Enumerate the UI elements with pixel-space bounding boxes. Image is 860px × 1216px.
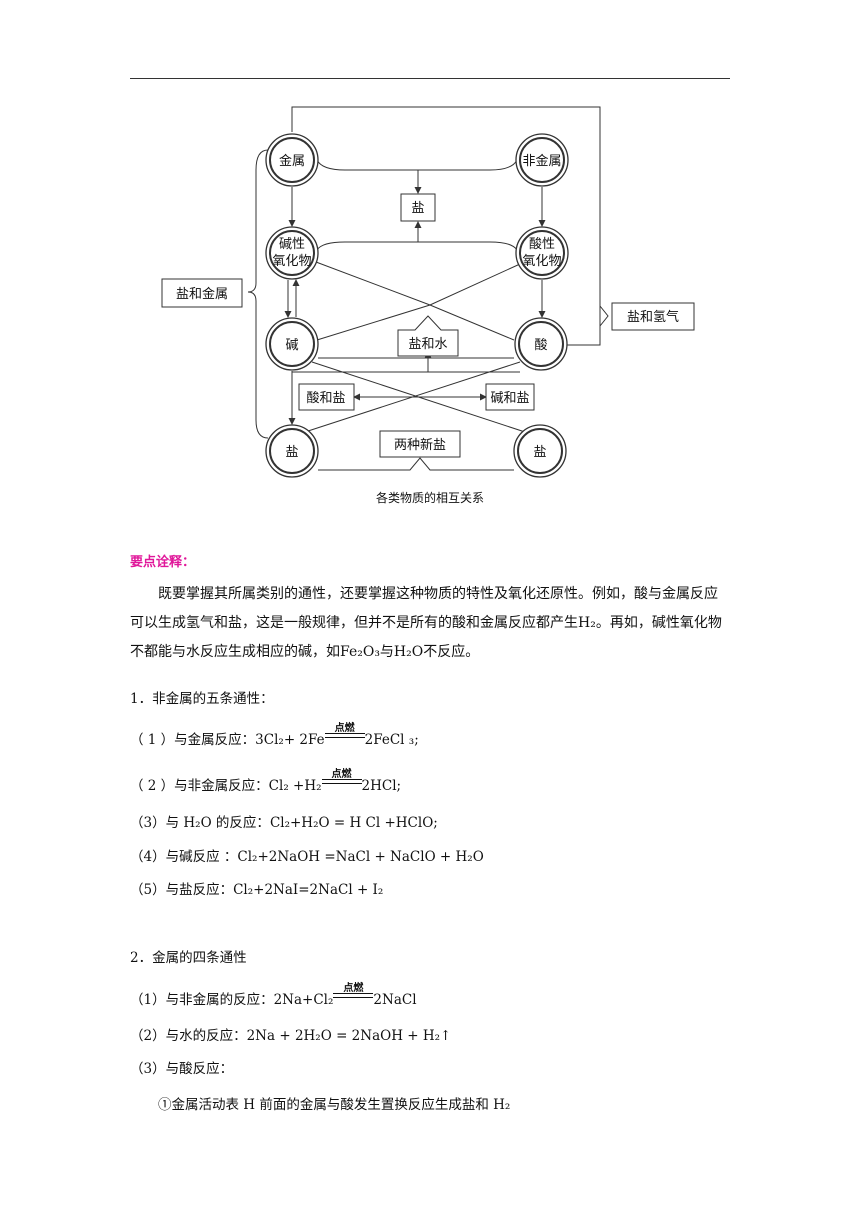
equation-reactants: 2Na+Cl₂ (273, 992, 334, 1008)
node-acidic-oxide: 酸性 氧化物 (515, 226, 569, 280)
equation-products: 2HCl; (361, 778, 402, 794)
node-base-label: 碱 (285, 338, 298, 353)
metal-item-1: （1）与非金属的反应：2Na+Cl₂ 点燃 2NaCl (130, 983, 417, 1008)
equation-text: Cl₂+2NaOH =NaCl + NaClO + H₂O (237, 849, 484, 865)
substance-relationship-diagram: 金属 非金属 碱性 氧化物 酸性 氧化物 碱 酸 盐 盐 盐 (161, 106, 695, 478)
connector-basic-oxide-to-water (315, 261, 515, 341)
connector-metal-to-salt (316, 159, 422, 194)
connector-nonmetal-to-salt (418, 159, 518, 171)
node-salt-left: 盐 (265, 424, 319, 478)
equation-reactants: Cl₂ +H₂ (268, 778, 322, 794)
connector-basic-oxide-to-salt (316, 221, 422, 251)
item-label: （1）与非金属的反应： (130, 992, 274, 1008)
node-metal-label: 金属 (279, 153, 305, 169)
item-label: （ 1 ）与金属反应： (130, 732, 256, 748)
equation-products: 2FeCl ₃; (364, 732, 419, 748)
box-acid-and-salt: 酸和盐 (298, 383, 355, 411)
connector-metal-to-acid-loop (291, 106, 601, 346)
box-salt-and-metal: 盐和金属 (161, 278, 243, 308)
reaction-condition: 点燃 (333, 983, 374, 1004)
explanation-text: 既要掌握其所属类别的通性，还要掌握这种物质的特性及氧化还原性。例如，酸与金属反应… (130, 586, 722, 660)
node-salt-right-label: 盐 (533, 445, 546, 460)
node-salt-right: 盐 (513, 424, 567, 478)
connector-salts-to-two-new-salts (318, 457, 514, 471)
reaction-condition: 点燃 (324, 723, 365, 744)
box-salt-and-water-label: 盐和水 (408, 337, 447, 352)
section-heading: 要点诠释： (130, 555, 196, 570)
box-acid-and-salt-label: 酸和盐 (306, 391, 345, 406)
nonmetal-title: 1．非金属的五条通性： (130, 691, 274, 707)
node-acid-label: 酸 (534, 338, 547, 353)
node-salt-left-label: 盐 (285, 445, 298, 460)
metal-title: 2．金属的四条通性 (130, 950, 247, 966)
node-acidic-oxide-line1: 酸性 (529, 237, 555, 252)
double-bar-sign (321, 779, 362, 784)
brace-salt-and-metal (247, 149, 269, 439)
explanation-paragraph: 既要掌握其所属类别的通性，还要掌握这种物质的特性及氧化还原性。例如，酸与金属反应… (130, 580, 730, 667)
node-basic-oxide-line2: 氧化物 (272, 254, 311, 269)
box-salt-top: 盐 (400, 193, 436, 222)
condition-label: 点燃 (331, 769, 352, 780)
condition-label: 点燃 (343, 983, 364, 994)
connector-acidic-oxide-to-salt (418, 241, 518, 251)
metal-sub-item: ①金属活动表 H 前面的金属与酸发生置换反应生成盐和 H₂ (158, 1097, 511, 1113)
item-label: （5）与盐反应： (130, 882, 234, 898)
condition-label: 点燃 (334, 723, 355, 734)
node-acid: 酸 (514, 317, 568, 371)
brace-salt-and-hydrogen (599, 305, 609, 327)
box-base-and-salt: 碱和盐 (485, 383, 535, 411)
equation-text: Cl₂+2NaI=2NaCl + I₂ (233, 882, 384, 898)
item-label: （3）与酸反应： (130, 1061, 234, 1077)
nonmetal-item-2: （ 2 ）与非金属反应：Cl₂ +H₂ 点燃 2HCl; (130, 769, 402, 794)
equation-text: 2Na + 2H₂O = 2NaOH + H₂↑ (246, 1028, 452, 1044)
box-salt-and-water: 盐和水 (397, 315, 459, 357)
box-salt-top-label: 盐 (411, 201, 424, 216)
box-salt-and-hydrogen: 盐和氢气 (611, 302, 695, 331)
diagram-caption: 各类物质的相互关系 (375, 491, 484, 505)
node-nonmetal-label: 非金属 (522, 153, 561, 169)
connector-acidic-oxide-to-water (316, 263, 521, 341)
reaction-condition: 点燃 (321, 769, 362, 790)
item-label: （ 2 ）与非金属反应： (130, 778, 269, 794)
nonmetal-item-5: （5）与盐反应：Cl₂+2NaI=2NaCl + I₂ (130, 878, 383, 898)
node-base: 碱 (265, 317, 319, 371)
equation-text: Cl₂+H₂O = H Cl +HClO; (269, 815, 438, 831)
double-bar-sign (324, 733, 365, 738)
item-label: （4）与碱反应 ： (130, 849, 238, 865)
box-two-new-salts: 两种新盐 (379, 430, 461, 458)
item-label: （2）与水的反应： (130, 1028, 247, 1044)
nonmetal-item-1: （ 1 ）与金属反应：3Cl₂+ 2Fe 点燃 2FeCl ₃; (130, 723, 419, 748)
header-rule (130, 78, 730, 79)
metal-item-3: （3）与酸反应： (130, 1057, 233, 1077)
nonmetal-item-4: （4）与碱反应 ：Cl₂+2NaOH =NaCl + NaClO + H₂O (130, 845, 484, 865)
box-salt-and-metal-label: 盐和金属 (176, 286, 228, 302)
node-nonmetal: 非金属 (515, 133, 569, 187)
item-label: （3）与 H₂O 的反应： (130, 815, 270, 831)
nonmetal-item-3: （3）与 H₂O 的反应：Cl₂+H₂O = H Cl +HClO; (130, 811, 438, 831)
equation-products: 2NaCl (373, 992, 417, 1008)
node-basic-oxide: 碱性 氧化物 (265, 226, 319, 280)
node-basic-oxide-line1: 碱性 (279, 237, 305, 252)
node-acidic-oxide-line2: 氧化物 (522, 254, 561, 269)
metal-item-2: （2）与水的反应：2Na + 2H₂O = 2NaOH + H₂↑ (130, 1024, 451, 1044)
box-salt-and-hydrogen-label: 盐和氢气 (627, 309, 679, 325)
double-bar-sign (333, 993, 374, 998)
box-two-new-salts-label: 两种新盐 (394, 437, 446, 453)
equation-reactants: 3Cl₂+ 2Fe (255, 732, 325, 748)
box-base-and-salt-label: 碱和盐 (490, 391, 529, 406)
node-metal: 金属 (265, 133, 319, 187)
